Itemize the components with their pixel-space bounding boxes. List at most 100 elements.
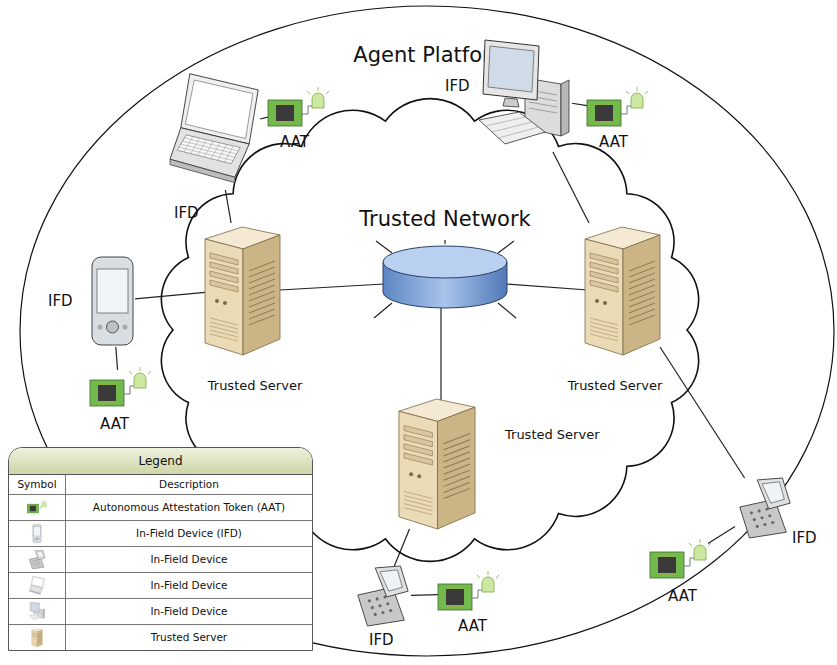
legend-symbol-part-part [39, 563, 41, 565]
phone-device: IFD [735, 478, 830, 550]
legend-symbol-part-part [32, 577, 43, 587]
laptop-icon [170, 70, 260, 190]
text-holder: IFD [48, 291, 73, 310]
text-holder: AAT [599, 132, 628, 151]
attestation-token: AAT [585, 88, 660, 154]
chip-icon-part-part [100, 383, 101, 385]
text-holder: AAT [280, 132, 309, 151]
chip-icon-part-part [134, 373, 146, 388]
legend-symbol-part-part [31, 588, 40, 590]
legend-symbol-part-part [38, 641, 42, 642]
server-icon-part-part [444, 434, 470, 444]
node-label: AAT [100, 415, 129, 433]
server-icon-part-part [629, 273, 655, 283]
pda-device: IFD [48, 255, 138, 350]
chip-icon-part-part [708, 543, 711, 546]
chip-icon-part-part [601, 121, 602, 123]
server-icon-part-part [629, 303, 655, 313]
legend-text: Trusted Server [151, 631, 227, 644]
legend-symbol [27, 550, 47, 569]
server-icon-part-part [603, 301, 607, 305]
legend-symbol-part-part [29, 590, 40, 594]
node-label: AAT [280, 133, 309, 151]
server-icon-part-part [249, 261, 275, 271]
chip-icon-part-part [108, 383, 109, 385]
server-icon-part-part [404, 496, 432, 503]
legend-cell: Autonomous Attestation Token (AAT) [66, 495, 312, 520]
trusted-server: Trusted Server [190, 220, 320, 398]
legend-symbol-part-part [31, 586, 42, 591]
legend-symbol [27, 602, 47, 621]
chip-icon [90, 370, 148, 410]
chip-icon-part-part [597, 103, 598, 105]
legend-heading: Symbol [17, 478, 56, 491]
chip-icon-part-part [148, 371, 151, 374]
legend-symbol-part-part [35, 562, 37, 564]
phone-icon-part-part [750, 511, 753, 514]
legend-symbol [27, 498, 47, 517]
desktop-icon-part-part [488, 46, 534, 92]
legend-symbol-part-part [30, 506, 36, 512]
chip-icon-part-part [488, 571, 489, 575]
server-icon-part-part [629, 291, 655, 301]
legend-symbol [27, 524, 47, 543]
chip-icon-part-part [98, 385, 116, 401]
laptop-icon-part-part [191, 138, 200, 154]
legend-symbol-part-part [34, 538, 35, 539]
chip-icon-part [438, 571, 499, 610]
node-label: IFD [369, 631, 394, 649]
chip-icon-part-part [631, 93, 643, 108]
chip-icon-part-part [609, 121, 610, 123]
server-icon-part-part [444, 476, 470, 486]
legend-header: Legend [9, 448, 312, 475]
phone-icon-part-part [756, 525, 759, 528]
server-icon-part-part [438, 407, 476, 529]
server-icon-part-part [417, 474, 421, 478]
server-icon-part-part [249, 291, 275, 301]
legend-cell: Trusted Server [66, 625, 312, 650]
hub-ray [376, 241, 392, 253]
legend-symbol-part-part [32, 643, 36, 644]
chip-icon-part-part [452, 605, 453, 607]
pda-icon-part [92, 257, 133, 345]
legend-symbol-part-part [39, 538, 40, 539]
node-label: Trusted Server [568, 378, 663, 394]
chip-icon-part-part [621, 106, 631, 114]
server-icon-part-part [249, 315, 275, 325]
phone-icon-part-part [381, 611, 384, 614]
chip-icon-part-part [100, 401, 101, 403]
server-icon-part-part [590, 280, 618, 292]
pda-icon-part-part [98, 325, 103, 330]
legend-symbol-part-part [32, 560, 34, 562]
legend-symbol-part-part [40, 501, 41, 502]
text-holder: IFD [174, 203, 199, 222]
hub-ray [498, 303, 516, 318]
chip-icon-part-part [448, 587, 449, 589]
legend-cell: Description [66, 475, 312, 494]
chip-icon-part-part [587, 100, 621, 126]
laptop-icon-part-part [185, 80, 253, 139]
chip-icon [268, 90, 326, 130]
chip-icon-part-part [460, 587, 461, 589]
legend-symbol-part-part [38, 636, 42, 637]
chip-icon-part-part [664, 573, 665, 575]
server-icon-part-part [205, 239, 243, 355]
server-icon-part-part [444, 446, 470, 456]
node-label: IFD [48, 292, 73, 310]
chip-icon-part-part [700, 539, 701, 543]
legend-symbol-part-part [29, 614, 40, 619]
chip-icon-part-part [645, 91, 648, 94]
hub-links [280, 240, 588, 402]
chip-icon-part-part [605, 103, 606, 105]
legend-symbol-part-part [38, 634, 42, 635]
legend-symbol-cell [9, 495, 66, 520]
legend-cell: In-Field Device [66, 573, 312, 598]
phone-icon-part [358, 566, 408, 626]
server-icon-part-part [210, 326, 238, 333]
server-icon-part-part [590, 326, 618, 333]
legend-symbol-part-part [38, 612, 43, 614]
legend-symbol-part-part [33, 612, 36, 614]
chip-icon [650, 542, 708, 582]
server-icon-part-part [629, 309, 655, 319]
server-icon-part-part [404, 453, 432, 465]
